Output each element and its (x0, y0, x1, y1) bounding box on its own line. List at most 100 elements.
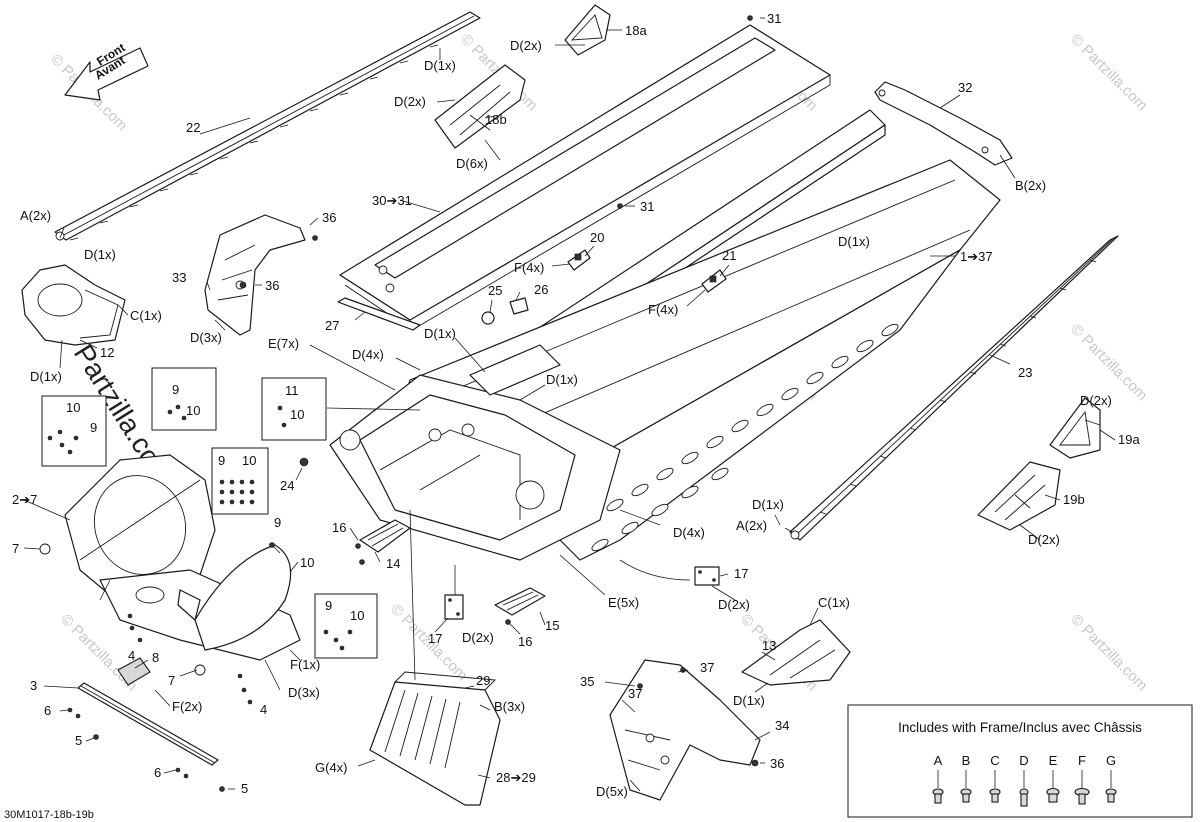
lower-front-frame (99, 544, 301, 661)
label-box2-10: 10 (66, 400, 80, 415)
label-33: 33 (172, 270, 186, 285)
label-21: 21 (722, 248, 736, 263)
label-E5x: E(5x) (608, 595, 639, 610)
hardware-box-2 (41, 395, 107, 467)
label-11: 11 (285, 383, 299, 398)
label-A2x-top: A(2x) (20, 208, 51, 223)
part-17-plates (444, 566, 720, 620)
label-37-a: 37 (700, 660, 714, 675)
label-box4-9: 9 (218, 453, 225, 468)
hardware-box-4 (211, 447, 269, 515)
label-C1x-12: C(1x) (130, 308, 162, 323)
label-F4x-20: F(4x) (514, 260, 544, 275)
part-20 (567, 249, 591, 271)
label-box5-10: 10 (350, 608, 364, 623)
label-8: 8 (152, 650, 159, 665)
label-C1x-13: C(1x) (818, 595, 850, 610)
label-27: 27 (325, 318, 339, 333)
label-25: 25 (488, 283, 502, 298)
label-29: 29 (476, 673, 490, 688)
label-14: 14 (386, 556, 400, 571)
label-16-top: 16 (332, 520, 346, 535)
part-27 (337, 297, 421, 331)
hardware-box-3 (261, 377, 327, 441)
part-19b (977, 461, 1061, 531)
label-D6x: D(6x) (456, 156, 488, 171)
legend-rivet-icons (932, 770, 1117, 807)
diagram-code: 30M1017-18b-19b (4, 809, 94, 821)
label-box5-9: 9 (325, 598, 332, 613)
label-D1x-22: D(1x) (84, 247, 116, 262)
watermark-6: © Partzilla.com (1067, 321, 1150, 404)
label-24: 24 (280, 478, 294, 493)
label-box4-10: 10 (242, 453, 256, 468)
part-15 (494, 587, 546, 616)
label-6-a: 6 (44, 703, 51, 718)
label-4-a: 4 (128, 648, 135, 663)
label-D1x-b: D(1x) (733, 693, 765, 708)
label-D1x-23: D(1x) (838, 234, 870, 249)
label-F2x: F(2x) (172, 699, 202, 714)
rail-22 (54, 11, 481, 241)
label-D1x-12: D(1x) (30, 369, 62, 384)
label-13: 13 (762, 638, 776, 653)
part-12 (21, 264, 126, 346)
label-D2x-18b: D(2x) (394, 94, 426, 109)
label-D1x-18a: D(1x) (424, 58, 456, 73)
front-frame (329, 344, 621, 561)
label-D5x: D(5x) (596, 784, 628, 799)
label-17-right: 17 (734, 566, 748, 581)
legend-box: Includes with Frame/Inclus avec Châssis … (847, 704, 1193, 818)
label-D2x-19a: D(2x) (1080, 393, 1112, 408)
label-D2x-18a: D(2x) (510, 38, 542, 53)
watermark-9: © Partzilla.com (1067, 611, 1150, 694)
part-33 (204, 214, 306, 336)
part-28-29-cooler (369, 671, 501, 806)
label-20: 20 (590, 230, 604, 245)
label-31-top: 31 (767, 11, 781, 26)
label-B2x: B(2x) (1015, 178, 1046, 193)
label-16-bot: 16 (518, 634, 532, 649)
label-32: 32 (958, 80, 972, 95)
legend-item-d: D (1019, 753, 1028, 768)
label-7-b: 7 (168, 673, 175, 688)
label-B3x: B(3x) (494, 699, 525, 714)
label-19b: 19b (1063, 492, 1085, 507)
label-D3x-33: D(3x) (190, 330, 222, 345)
label-D1x-c2: D(1x) (546, 372, 578, 387)
label-box1-10: 10 (186, 403, 200, 418)
part-18a (564, 4, 611, 56)
legend-item-g: G (1106, 753, 1116, 768)
callout-labels: 22 18a 31 D(2x) D(1x) 32 D(2x) 18b D(6x)… (12, 11, 1140, 799)
front-arrow-icon: Front Avant (64, 40, 149, 101)
part-25-26 (481, 297, 529, 325)
label-D1x-c: D(1x) (424, 326, 456, 341)
legend-item-c: C (990, 753, 999, 768)
label-7-a: 7 (12, 541, 19, 556)
part-8 (117, 657, 151, 686)
label-D4x-b: D(4x) (673, 525, 705, 540)
label-22: 22 (186, 120, 200, 135)
label-D1x-m: D(1x) (752, 497, 784, 512)
legend-item-a: A (934, 753, 943, 768)
label-36-top: 36 (322, 210, 336, 225)
fastener-icons (39, 15, 759, 792)
label-17-left: 17 (428, 631, 442, 646)
label-9-d: 9 (274, 515, 281, 530)
label-5-a: 5 (75, 733, 82, 748)
label-26: 26 (534, 282, 548, 297)
legend-item-e: E (1049, 753, 1058, 768)
rail-23 (789, 235, 1119, 541)
legend-title: Includes with Frame/Inclus avec Châssis (898, 720, 1142, 735)
label-6-b: 6 (154, 765, 161, 780)
label-23: 23 (1018, 365, 1032, 380)
label-D2x-m: D(2x) (462, 630, 494, 645)
label-box1-9: 9 (172, 382, 179, 397)
label-28-29: 28➔29 (496, 770, 536, 785)
label-15: 15 (545, 618, 559, 633)
label-12: 12 (100, 345, 114, 360)
tunnel-top-panel (339, 24, 831, 331)
label-18b: 18b (485, 112, 507, 127)
label-5-b: 5 (241, 781, 248, 796)
label-19a: 19a (1118, 432, 1140, 447)
